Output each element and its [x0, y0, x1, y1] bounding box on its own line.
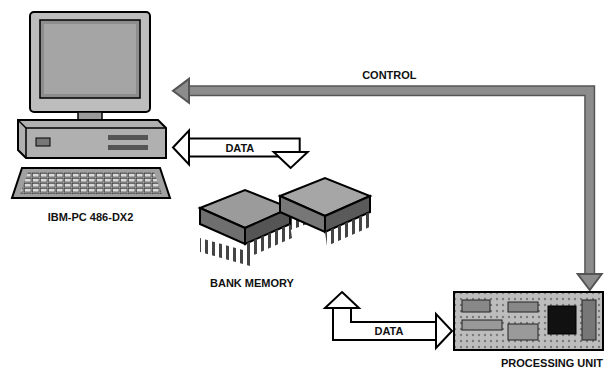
node-label: PROCESSING UNIT	[501, 357, 603, 370]
connector-label: DATA	[223, 142, 256, 154]
connector-label: CONTROL	[360, 69, 418, 81]
computer-node: IBM-PC 486-DX2	[8, 8, 173, 226]
connector-label: DATA	[373, 325, 406, 337]
control-arrow	[173, 79, 602, 290]
data-arrow	[325, 292, 452, 348]
node-label: IBM-PC 486-DX2	[48, 211, 134, 224]
computer-illustration	[8, 8, 173, 208]
circuit-board-illustration	[452, 290, 605, 352]
memory-node: BANK MEMORY	[190, 168, 380, 292]
data-arrow	[173, 131, 308, 168]
processing-unit-node: PROCESSING UNIT	[452, 290, 605, 372]
node-label: BANK MEMORY	[210, 277, 294, 290]
memory-chips-illustration	[190, 168, 380, 268]
